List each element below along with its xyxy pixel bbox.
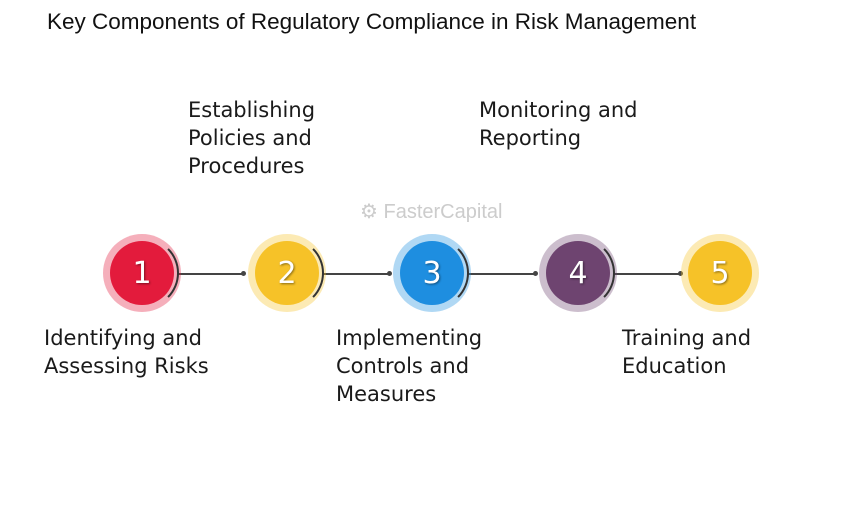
step-3-circle: 3 bbox=[400, 241, 464, 305]
gear-icon: ⚙ bbox=[360, 201, 384, 223]
connector-dot bbox=[678, 271, 683, 276]
connector-1-2 bbox=[178, 273, 243, 275]
diagram-title: Key Components of Regulatory Compliance … bbox=[47, 9, 697, 34]
step-4-label: Monitoring and Reporting bbox=[479, 98, 638, 150]
connector-3-4 bbox=[468, 273, 535, 275]
connector-dot bbox=[241, 271, 246, 276]
step-2-arc bbox=[254, 238, 324, 308]
step-1-circle: 1 bbox=[110, 241, 174, 305]
step-3-label: Implementing Controls and Measures bbox=[336, 326, 483, 406]
watermark-logo: ⚙ FasterCapital bbox=[360, 200, 502, 224]
step-5-circle: 5 bbox=[688, 241, 752, 305]
step-2-label: Establishing Policies and Procedures bbox=[188, 98, 316, 178]
step-5-label: Training and Education bbox=[622, 326, 752, 378]
step-1-arc bbox=[109, 238, 179, 308]
connector-2-3 bbox=[323, 273, 389, 275]
connector-4-5 bbox=[614, 273, 680, 275]
step-4-circle: 4 bbox=[546, 241, 610, 305]
step-3-arc bbox=[399, 238, 469, 308]
connector-dot bbox=[533, 271, 538, 276]
step-2-circle: 2 bbox=[255, 241, 319, 305]
step-4-arc bbox=[545, 238, 615, 308]
watermark-text: FasterCapital bbox=[383, 201, 503, 223]
connector-dot bbox=[387, 271, 392, 276]
step-1-label: Identifying and Assessing Risks bbox=[44, 326, 209, 378]
